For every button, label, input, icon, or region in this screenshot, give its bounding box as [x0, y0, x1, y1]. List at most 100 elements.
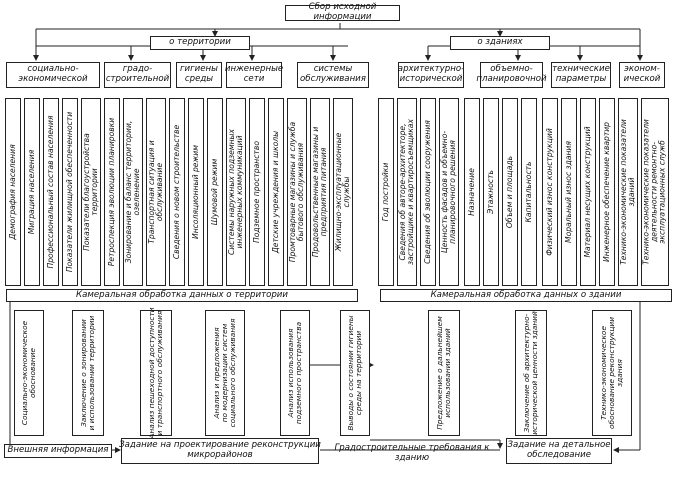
building-item: Объем и площадь [502, 98, 518, 286]
building-item: Ценность фасадов и объемно- планировочно… [439, 98, 459, 286]
category-label: гигиены среды [180, 64, 218, 84]
item-label: Технико-экономические показатели деятель… [641, 119, 668, 265]
category-label: социально- экономической [18, 64, 88, 84]
external-info-box: Внешняя информация [4, 444, 112, 458]
item-label: Физический износ конструкций [544, 128, 554, 256]
item-label: Шумовой режим [209, 158, 219, 226]
item-label: Промтоварные магазины и служба бытового … [287, 121, 305, 263]
territory-result: Выводы о состоянии гигиены среды на терр… [340, 310, 370, 436]
external-info-label: Внешняя информация [7, 445, 109, 456]
item-label: Год постройки [380, 162, 390, 222]
category-label: инженерные сети [224, 64, 284, 84]
territory-item: Зонирование и баланс территории, озелене… [123, 98, 143, 286]
item-label: Сведения об авторе-архитекторе, застройщ… [397, 119, 415, 265]
result-label: Технико-экономическое обоснование реконс… [599, 316, 624, 430]
category-label: технические параметры [552, 64, 610, 84]
territory-item: Системы наружных подземных инженерных ко… [226, 98, 246, 286]
territory-item: Ретроспекция эволюции планировки [104, 98, 120, 286]
territory-item: Демография населения [5, 98, 21, 286]
category-label: градо- строительной [105, 64, 170, 84]
item-label: Инсоляционный режим [190, 145, 200, 239]
item-label: Капитальность [523, 161, 533, 223]
territory-branch: о территории [150, 36, 250, 50]
item-label: Объем и площадь [504, 155, 514, 229]
category-label: объемно- планировочной [476, 64, 547, 84]
territory-item: Подземное пространство [249, 98, 265, 286]
design-task-label: Задание на проектирование реконструкции … [119, 440, 321, 460]
item-label: Материал несущих конструкций [582, 126, 592, 258]
building-item: Этажность [483, 98, 499, 286]
result-label: Социально-экономическое обоснование [20, 320, 37, 426]
item-label: Сведения о новом строительстве [171, 124, 181, 260]
item-label: Профессиональный состав населения [45, 115, 55, 269]
building-item: Технико-экономические показатели зданий [618, 98, 638, 286]
detailed-survey-label: Задание на детальное обследование [507, 440, 611, 460]
territory-item: Показатели жилищной обеспеченности [62, 98, 78, 286]
item-label: Системы наружных подземных инженерных ко… [226, 128, 244, 256]
building-item: Год постройки [378, 98, 394, 286]
result-label: Анализ и предложения по модернизации сис… [212, 318, 237, 428]
territory-category: градо- строительной [104, 62, 171, 88]
detailed-survey-box: Задание на детальное обследование [506, 438, 612, 464]
building-item: Материал несущих конструкций [580, 98, 596, 286]
territory-category: гигиены среды [176, 62, 222, 88]
building-item: Сведения об авторе-архитекторе, застройщ… [397, 98, 417, 286]
building-category: технические параметры [551, 62, 611, 88]
territory-title: о территории [169, 37, 231, 48]
item-label: Моральный износ здания [563, 141, 573, 243]
result-label: Заключение об архитектурно- исторической… [522, 311, 539, 435]
item-label: Транспортная ситуация и обслуживание [146, 140, 164, 244]
territory-result: Социально-экономическое обоснование [14, 310, 44, 436]
territory-result: Анализ пешеходной доступности и транспор… [140, 307, 172, 439]
territory-item: Шумовой режим [207, 98, 223, 286]
building-result: Технико-экономическое обоснование реконс… [592, 310, 632, 436]
item-label: Показатели жилищной обеспеченности [64, 111, 74, 273]
territory-item: Сведения о новом строительстве [169, 98, 185, 286]
building-category: архитектурно- исторической [398, 62, 464, 88]
territory-result: Анализ использования подземного простран… [280, 310, 310, 436]
territory-item: Инсоляционный режим [188, 98, 204, 286]
root-label: Сбор исходной информации [308, 2, 377, 22]
item-label: Ценность фасадов и объемно- планировочно… [439, 130, 457, 254]
result-label: Заключение о зонировании и использовании… [79, 315, 96, 431]
processing-label: Камеральная обработка данных о здании [430, 289, 622, 300]
buildings-title: о зданиях [477, 37, 523, 48]
territory-processing: Камеральная обработка данных о территори… [6, 289, 358, 302]
territory-result: Заключение о зонировании и использовании… [72, 310, 104, 436]
result-label: Предложение о дальнейшем использовании з… [435, 316, 452, 430]
buildings-branch: о зданиях [450, 36, 550, 50]
territory-item: Показатели благоустройства территории [81, 98, 101, 286]
result-label: Анализ использования подземного простран… [286, 321, 303, 425]
territory-category: системы обслуживания [297, 62, 369, 88]
item-label: Детские учреждения и школы [270, 130, 280, 254]
buildings-processing: Камеральная обработка данных о здании [380, 289, 672, 302]
building-result: Предложение о дальнейшем использовании з… [428, 310, 460, 436]
building-item: Капитальность [521, 98, 537, 286]
building-item: Технико-экономические показатели деятель… [641, 98, 669, 286]
territory-result: Анализ и предложения по модернизации сис… [205, 310, 245, 436]
result-label: Анализ пешеходной доступности и транспор… [147, 307, 164, 439]
item-label: Подземное пространство [251, 141, 261, 243]
item-label: Технико-экономические показатели зданий [618, 119, 636, 265]
item-label: Демография населения [7, 144, 17, 240]
design-task-box: Задание на проектирование реконструкции … [119, 438, 321, 464]
building-item: Назначение [464, 98, 480, 286]
item-label: Инженерное обеспечение квартир [601, 122, 611, 262]
territory-item: Жилищно-эксплуатационные службы [333, 98, 353, 286]
item-label: Показатели благоустройства территории [81, 133, 99, 251]
building-item: Сведения об эволюции сооружения [420, 98, 436, 286]
category-label: системы обслуживания [300, 64, 366, 84]
territory-category: инженерные сети [224, 62, 284, 88]
item-label: Назначение [466, 168, 476, 216]
category-label: эконом- ической [623, 64, 661, 84]
requirements-label: Градостроительные требования к зданию [334, 443, 490, 463]
item-label: Этажность [485, 170, 495, 214]
territory-item: Профессиональный состав населения [43, 98, 59, 286]
item-label: Ретроспекция эволюции планировки [106, 117, 116, 267]
root-box: Сбор исходной информации [285, 2, 400, 22]
territory-item: Транспортная ситуация и обслуживание [146, 98, 166, 286]
category-label: архитектурно- исторической [397, 64, 465, 84]
building-item: Инженерное обеспечение квартир [599, 98, 615, 286]
result-label: Выводы о состоянии гигиены среды на терр… [346, 315, 363, 431]
building-category: объемно- планировочной [476, 62, 547, 88]
